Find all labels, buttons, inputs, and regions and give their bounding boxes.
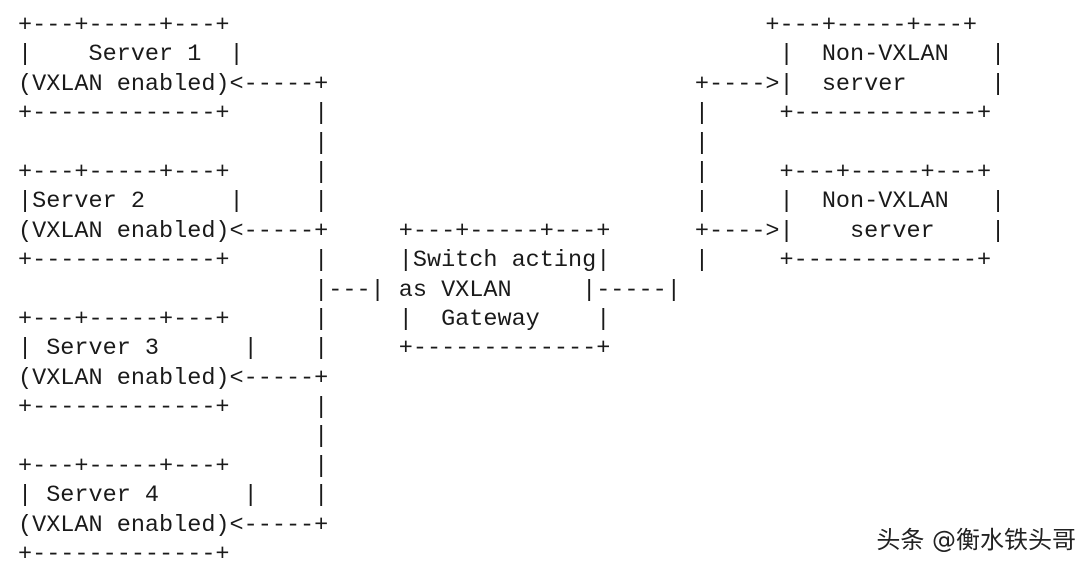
diagram-line-14: +-------------+ | bbox=[18, 394, 329, 422]
diagram-line-11: +---+-----+---+ | | Gateway | bbox=[18, 305, 611, 333]
watermark: 头条 @衡水铁头哥 bbox=[876, 526, 1076, 554]
diagram-line-10: |---| as VXLAN |-----| bbox=[18, 276, 681, 304]
diagram-line-2: | Server 1 | | Non-VXLAN | bbox=[18, 41, 1006, 69]
diagram-line-5: | | bbox=[18, 129, 710, 157]
diagram-line-12: | Server 3 | | +-------------+ bbox=[18, 335, 611, 363]
diagram-line-18: (VXLAN enabled)<-----+ bbox=[18, 511, 329, 539]
diagram-line-3: (VXLAN enabled)<-----+ +---->| server | bbox=[18, 70, 1006, 98]
diagram-line-7: |Server 2 | | | | Non-VXLAN | bbox=[18, 188, 1006, 216]
vxlan-gateway-ascii-diagram: +---+-----+---+ +---+-----+---+| Server … bbox=[18, 11, 1005, 569]
diagram-line-13: (VXLAN enabled)<-----+ bbox=[18, 364, 329, 392]
diagram-line-8: (VXLAN enabled)<-----+ +---+-----+---+ +… bbox=[18, 217, 1006, 245]
diagram-line-6: +---+-----+---+ | | +---+-----+---+ bbox=[18, 158, 992, 186]
diagram-line-9: +-------------+ | |Switch acting| | +---… bbox=[18, 247, 992, 275]
diagram-line-19: +-------------+ bbox=[18, 541, 230, 569]
diagram-line-4: +-------------+ | | +-------------+ bbox=[18, 100, 992, 128]
diagram-line-17: | Server 4 | | bbox=[18, 482, 329, 510]
diagram-line-16: +---+-----+---+ | bbox=[18, 452, 329, 480]
diagram-line-1: +---+-----+---+ +---+-----+---+ bbox=[18, 12, 977, 39]
diagram-line-15: | bbox=[18, 423, 329, 451]
